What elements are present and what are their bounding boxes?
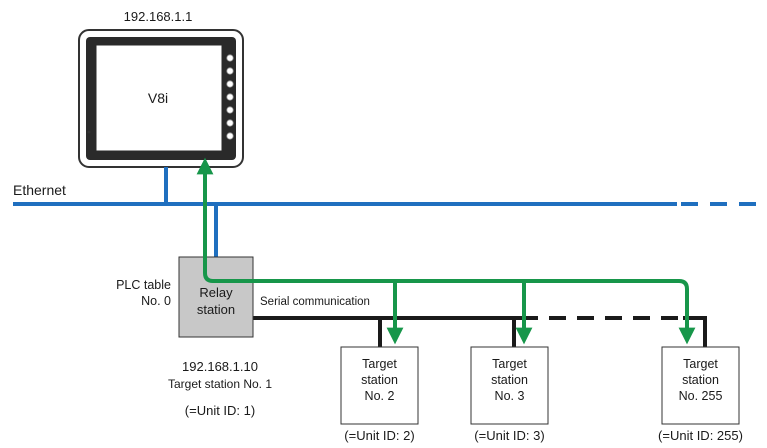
target-station-label-3: No. 2 <box>365 389 395 403</box>
target-station-label-2: station <box>361 373 398 387</box>
hmi-model-label: V8i <box>148 90 168 106</box>
target-station-box <box>661 346 740 425</box>
target-unit-id-label: (=Unit ID: 255) <box>658 428 743 443</box>
hmi-button-5 <box>226 106 234 114</box>
hmi-button-2 <box>226 67 234 75</box>
hmi-device: 192.168.1.1 V8i <box>78 9 244 168</box>
target-station-box <box>470 346 549 425</box>
target-station-2: Target station No. 2 (=Unit ID: 2) <box>340 346 419 443</box>
hmi-button-6 <box>226 119 234 127</box>
target-station-label-1: Target <box>683 357 718 371</box>
serial-communication-label: Serial communication <box>260 296 370 308</box>
ethernet-label: Ethernet <box>13 182 66 198</box>
relay-target-station-label: Target station No. 1 <box>168 377 272 391</box>
relay-unit-id-label: (=Unit ID: 1) <box>185 403 255 418</box>
communication-path <box>196 157 696 345</box>
hmi-button-3 <box>226 80 234 88</box>
relay-ip-label: 192.168.1.10 <box>182 359 258 374</box>
target-station-label-1: Target <box>362 357 397 371</box>
hmi-screen <box>95 44 223 152</box>
relay-station-label-1: Relay <box>199 285 233 300</box>
target-station-box <box>340 346 419 425</box>
target-unit-id-label: (=Unit ID: 2) <box>344 428 414 443</box>
relay-station-label-2: station <box>197 302 235 317</box>
plc-table-label-1: PLC table <box>116 278 171 292</box>
target-station-label-2: station <box>491 373 528 387</box>
hmi-indicator-dot <box>87 130 91 134</box>
target-station-255: Target station No. 255 (=Unit ID: 255) <box>658 346 743 443</box>
path-main-arrow <box>196 157 696 345</box>
hmi-button-7 <box>226 132 234 140</box>
target-station-label-1: Target <box>492 357 527 371</box>
target-station-label-3: No. 3 <box>495 389 525 403</box>
hmi-ip-label: 192.168.1.1 <box>124 9 193 24</box>
hmi-button-4 <box>226 93 234 101</box>
target-unit-id-label: (=Unit ID: 3) <box>474 428 544 443</box>
target-station-label-2: station <box>682 373 719 387</box>
target-station-3: Target station No. 3 (=Unit ID: 3) <box>470 346 549 443</box>
hmi-button-1 <box>226 54 234 62</box>
ethernet-network: Ethernet <box>13 167 766 257</box>
serial-bus: Serial communication <box>253 296 707 347</box>
hmi-side-buttons <box>226 54 234 140</box>
plc-table-label-2: No. 0 <box>141 294 171 308</box>
target-station-label-3: No. 255 <box>679 389 723 403</box>
